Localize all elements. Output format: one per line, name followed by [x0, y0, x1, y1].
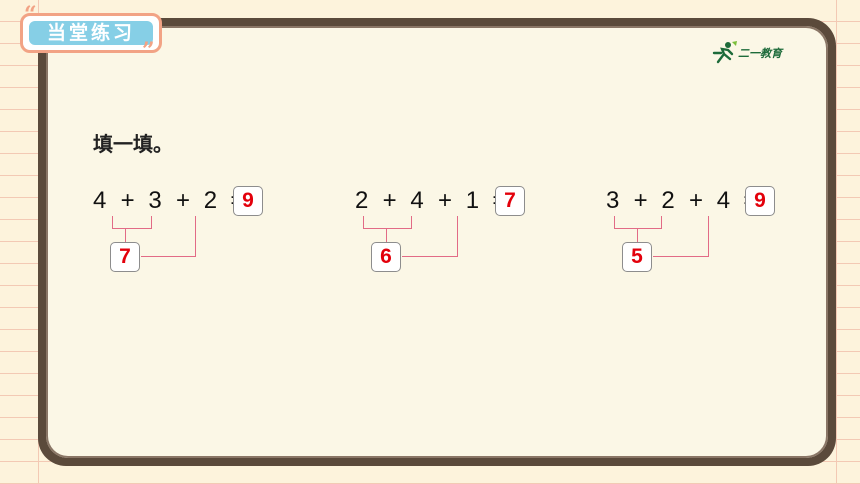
answer-box[interactable]: 7	[495, 186, 525, 216]
term: 4	[410, 187, 424, 214]
brand-logo: 二一教育	[712, 40, 802, 64]
term: 2	[355, 187, 369, 214]
instruction-text: 填一填。	[93, 132, 173, 156]
term: 3	[606, 187, 620, 214]
close-quote-icon: ”	[142, 38, 155, 64]
equation-2: 2 + 4 + 1 =	[355, 184, 512, 218]
bracket-right	[653, 216, 709, 257]
section-tag: 当堂练习	[20, 13, 162, 53]
bracket-left	[614, 216, 662, 229]
section-title: 当堂练习	[29, 21, 153, 45]
term: 1	[465, 187, 480, 214]
plus-sign: +	[382, 187, 397, 214]
chalkboard-surface	[46, 26, 828, 458]
bracket-left	[112, 216, 152, 229]
term: 4	[93, 187, 107, 214]
bracket-right	[402, 216, 458, 257]
plus-sign: +	[120, 187, 135, 214]
logo-text: 二一教育	[738, 47, 782, 60]
term: 2	[203, 187, 218, 214]
plus-sign: +	[176, 187, 191, 214]
bracket-stem	[125, 228, 126, 242]
partial-sum-box[interactable]: 7	[110, 242, 140, 272]
partial-sum-box[interactable]: 6	[371, 242, 401, 272]
term: 3	[148, 187, 162, 214]
plus-sign: +	[689, 187, 704, 214]
runner-icon	[712, 41, 737, 64]
bracket-stem	[386, 228, 387, 242]
bracket-right	[141, 216, 196, 257]
term: 4	[716, 187, 731, 214]
equation-1: 4 + 3 + 2 =	[93, 184, 250, 218]
bracket-left	[363, 216, 412, 229]
answer-box[interactable]: 9	[233, 186, 263, 216]
chalkboard-frame	[38, 18, 836, 466]
plus-sign: +	[633, 187, 648, 214]
term: 2	[661, 187, 675, 214]
partial-sum-box[interactable]: 5	[622, 242, 652, 272]
bracket-stem	[637, 228, 638, 242]
plus-sign: +	[438, 187, 453, 214]
equation-3: 3 + 2 + 4 =	[606, 184, 763, 218]
answer-box[interactable]: 9	[745, 186, 775, 216]
